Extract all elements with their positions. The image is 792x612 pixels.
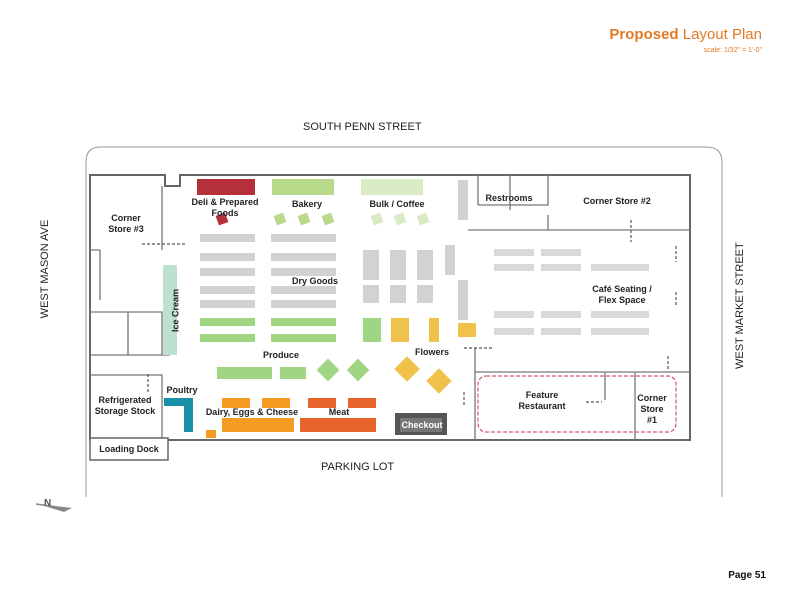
dry-goods-shelving — [200, 180, 468, 320]
deli-table — [215, 212, 229, 226]
north-arrow-label: N — [44, 498, 52, 509]
label-restrooms: Restrooms — [485, 193, 533, 203]
bulk-counter — [361, 179, 423, 195]
label-corner-store-1: Corner Store #1 — [637, 393, 667, 425]
label-bakery: Bakery — [291, 199, 323, 209]
label-ice-cream: Ice Cream — [170, 288, 181, 333]
label-produce: Produce — [262, 350, 299, 360]
meat-fixtures — [300, 398, 376, 432]
label-poultry: Poultry — [166, 385, 198, 395]
checkout-counter-inner — [400, 418, 442, 432]
street-south-penn: SOUTH PENN STREET — [303, 121, 422, 133]
feature-restaurant-boundary — [477, 375, 677, 433]
bakery-tables — [273, 212, 335, 226]
label-refrigerated-storage: Refrigerated Storage Stock — [94, 395, 156, 416]
label-bulk-coffee: Bulk / Coffee — [369, 199, 425, 209]
dairy-fixtures — [206, 398, 294, 438]
deli-counter — [197, 179, 255, 195]
scale-note: scale: 1/32" = 1'-0" — [703, 47, 762, 54]
site-boundary — [85, 146, 723, 497]
title-bold: Proposed — [609, 26, 679, 43]
page-title: Proposed Layout Plan — [609, 26, 762, 43]
label-dry-goods: Dry Goods — [291, 276, 338, 286]
flowers-fixtures — [391, 318, 476, 394]
label-loading-dock: Loading Dock — [99, 444, 159, 454]
label-cafe-seating: Café Seating / Flex Space — [592, 284, 652, 305]
bulk-tables — [370, 212, 430, 226]
page-number: Page 51 — [728, 570, 766, 581]
label-meat: Meat — [328, 407, 350, 417]
title-rest: Layout Plan — [678, 26, 762, 43]
label-deli: Deli & Prepared Foods — [191, 197, 259, 218]
bakery-counter — [272, 179, 334, 195]
ice-cream-case — [163, 265, 177, 355]
label-dairy: Dairy, Eggs & Cheese — [205, 407, 299, 417]
produce-fixtures — [200, 318, 381, 382]
label-corner-store-2: Corner Store #2 — [583, 196, 651, 206]
cafe-tables — [494, 249, 649, 335]
loading-dock-area — [89, 437, 169, 461]
label-corner-store-3: Corner Store #3 — [108, 213, 144, 234]
circulation-arrows — [142, 220, 677, 406]
label-feature-restaurant: Feature Restaurant — [518, 390, 566, 411]
label-checkout: Checkout — [401, 420, 443, 430]
poultry-counter — [164, 398, 193, 432]
label-flowers: Flowers — [414, 347, 449, 357]
street-parking-lot: PARKING LOT — [321, 461, 395, 473]
interior-walls — [90, 175, 690, 440]
